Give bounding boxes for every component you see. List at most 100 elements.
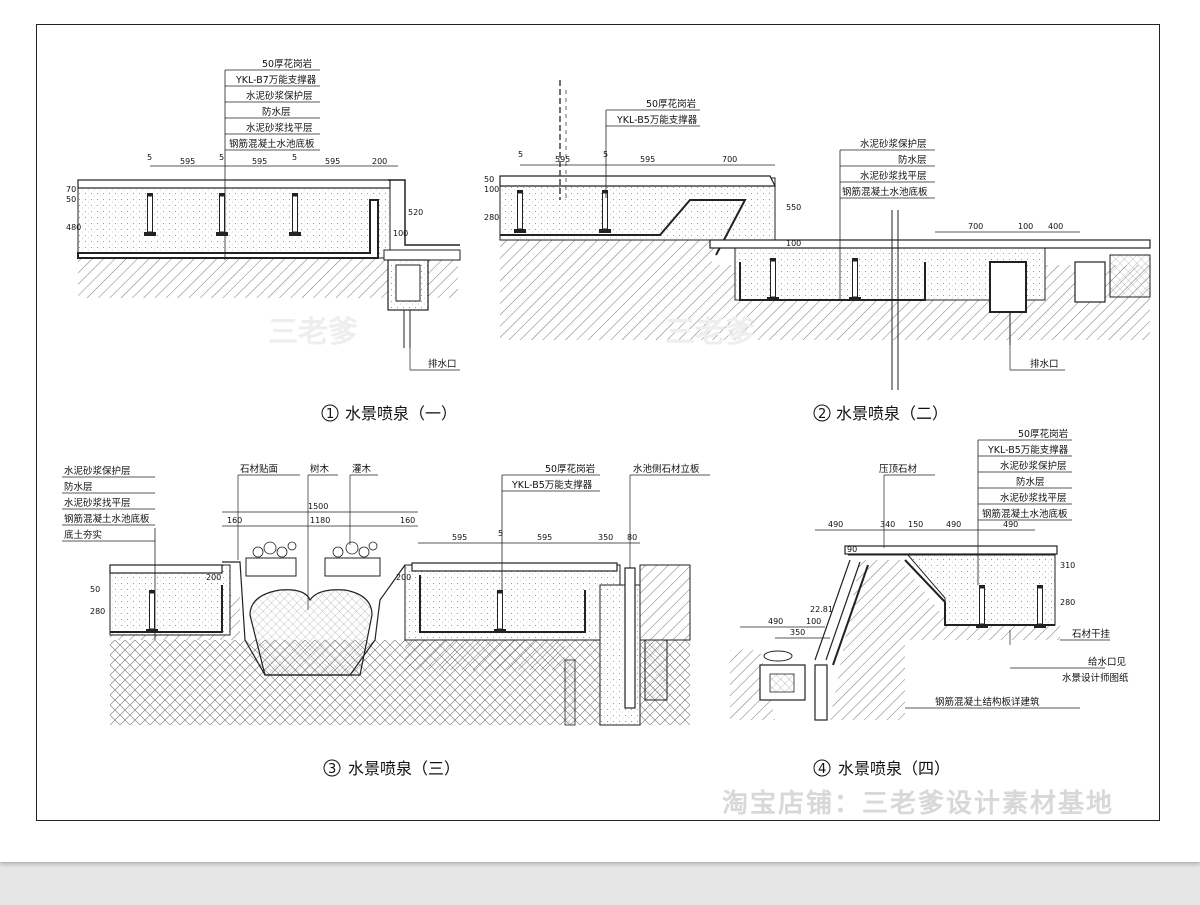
d4-layer-4: 水泥砂浆找平层 xyxy=(1000,492,1067,504)
d3-layer-3: 钢筋混凝土水池底板 xyxy=(64,513,150,525)
d3-dim-1: 160 xyxy=(227,516,242,525)
d2-side-2: 280 xyxy=(484,213,499,222)
d2-side-3: 550 xyxy=(786,203,801,212)
d4-layer-3: 防水层 xyxy=(1016,476,1045,488)
d4-stone-hang-label: 石材干挂 xyxy=(1072,628,1111,640)
d3-dim-3: 160 xyxy=(400,516,415,525)
d3-rdim-0: 595 xyxy=(452,533,467,542)
d1-num: 1 xyxy=(326,407,334,422)
d2-layer-a1: YKL-B5万能支撑器 xyxy=(616,114,698,126)
d2-rdim-1: 100 xyxy=(1018,222,1033,231)
diagram-3: 水泥砂浆保护层 防水层 水泥砂浆找平层 钢筋混凝土水池底板 底土夯实 石材贴面 … xyxy=(62,463,710,778)
d1-side-4: 100 xyxy=(393,229,408,238)
diagram-4: 压顶石材 50厚花岗岩 YKL-B5万能支撑器 水泥砂浆保护层 防水层 水泥砂浆… xyxy=(730,428,1129,778)
d4-coping-label: 压顶石材 xyxy=(879,463,918,475)
d2-dim-4: 700 xyxy=(722,155,737,164)
granite-slab xyxy=(77,179,391,189)
d2-rdim-2: 400 xyxy=(1048,222,1063,231)
d1-layer-0: 50厚花岗岩 xyxy=(262,58,312,70)
d4-title: 水景喷泉（四） xyxy=(838,759,950,778)
d2-layer-b1: 防水层 xyxy=(898,154,927,166)
d3-shrub-label: 灌木 xyxy=(352,463,372,475)
side-stone-board xyxy=(624,567,636,709)
d2-side-0: 50 xyxy=(484,175,494,184)
d4-num: 4 xyxy=(818,762,826,777)
d4-dim-2: 150 xyxy=(908,520,923,529)
d2-drain-label: 排水口 xyxy=(1030,358,1059,370)
d4-layer-1: YKL-B5万能支撑器 xyxy=(987,444,1069,456)
d1-layer-3: 防水层 xyxy=(262,106,291,118)
d3-rdim-2: 595 xyxy=(537,533,552,542)
d1-dim-5: 595 xyxy=(325,157,340,166)
d3-num: 3 xyxy=(328,762,336,777)
d1-layer-2: 水泥砂浆保护层 xyxy=(246,90,313,102)
d2-layer-b2: 水泥砂浆找平层 xyxy=(860,170,927,182)
d1-side-0: 70 xyxy=(66,185,76,194)
d1-side-3: 520 xyxy=(408,208,423,217)
drawing-sheet: 50厚花岗岩 YKL-B7万能支撑器 水泥砂浆保护层 防水层 水泥砂浆找平层 钢… xyxy=(0,0,1200,862)
d4-dim-1: 340 xyxy=(880,520,895,529)
d3-side-2: 200 xyxy=(206,573,221,582)
d1-dim-2: 5 xyxy=(219,153,224,162)
d1-dim-4: 5 xyxy=(292,153,297,162)
d2-dim-0: 5 xyxy=(518,150,523,159)
d1-dim-3: 595 xyxy=(252,157,267,166)
d4-inlet-label-2: 水景设计师图纸 xyxy=(1062,672,1129,684)
d4-ldim-0: 490 xyxy=(768,617,783,626)
d4-structure-label: 钢筋混凝土结构板详建筑 xyxy=(935,696,1040,708)
d4-inlet-label: 给水口见 xyxy=(1088,656,1126,668)
d4-angle: 22.81 xyxy=(810,605,833,614)
d3-side-1: 280 xyxy=(90,607,105,616)
d1-layer-5: 钢筋混凝土水池底板 xyxy=(229,138,315,150)
d3-rdim-3: 350 xyxy=(598,533,613,542)
d4-dim-0: 490 xyxy=(828,520,843,529)
d4-side-1: 310 xyxy=(1060,561,1075,570)
d1-dim-1: 595 xyxy=(180,157,195,166)
d3-side-0: 50 xyxy=(90,585,100,594)
d4-side-0: 90 xyxy=(847,545,857,554)
d3-layer-r1: YKL-B5万能支撑器 xyxy=(511,479,593,491)
planter xyxy=(249,589,373,676)
d2-rdim-0: 700 xyxy=(968,222,983,231)
d4-ldim-1: 100 xyxy=(806,617,821,626)
d2-side-1: 100 xyxy=(484,185,499,194)
drawing-frame xyxy=(36,24,1160,821)
d3-title: 水景喷泉（三） xyxy=(348,759,460,778)
d1-dim-0: 5 xyxy=(147,153,152,162)
watermark-brand-2: 三老爹 xyxy=(665,315,755,350)
d4-layer-2: 水泥砂浆保护层 xyxy=(1000,460,1067,472)
d3-dim-2: 1180 xyxy=(310,516,330,525)
d3-dim-0: 1500 xyxy=(308,502,328,511)
d3-rdim-1: 5 xyxy=(498,529,503,538)
d1-title: 水景喷泉（一） xyxy=(345,404,457,423)
d1-side-2: 480 xyxy=(66,223,81,232)
d3-layer-r0: 50厚花岗岩 xyxy=(545,463,595,475)
diagram-2: 50厚花岗岩 YKL-B5万能支撑器 水泥砂浆保护层 防水层 水泥砂浆找平层 钢… xyxy=(484,80,1151,423)
d2-dim-3: 595 xyxy=(640,155,655,164)
d1-side-1: 50 xyxy=(66,195,76,204)
d3-layer-4: 底土夯实 xyxy=(64,529,102,541)
d1-layer-4: 水泥砂浆找平层 xyxy=(246,122,313,134)
d2-layer-a0: 50厚花岗岩 xyxy=(646,98,696,110)
d2-side-4: 100 xyxy=(786,239,801,248)
d4-layer-0: 50厚花岗岩 xyxy=(1018,428,1068,440)
d4-dim-4: 490 xyxy=(1003,520,1018,529)
d3-rdim-4: 80 xyxy=(627,533,637,542)
d4-ldim-2: 350 xyxy=(790,628,805,637)
d2-num: 2 xyxy=(818,407,826,422)
d3-layer-2: 水泥砂浆找平层 xyxy=(64,497,131,509)
watermark-store: 淘宝店铺：三老爹设计素材基地 xyxy=(722,788,1114,819)
d1-layer-1: YKL-B7万能支撑器 xyxy=(235,74,317,86)
d2-dim-1: 595 xyxy=(555,155,570,164)
d3-tree-label: 树木 xyxy=(310,463,330,475)
pool-body xyxy=(77,187,391,259)
d2-layer-b3: 钢筋混凝土水池底板 xyxy=(842,186,928,198)
shrub-left xyxy=(252,541,297,558)
d1-drain-label: 排水口 xyxy=(428,358,457,370)
cad-drawing: 50厚花岗岩 YKL-B7万能支撑器 水泥砂浆保护层 防水层 水泥砂浆找平层 钢… xyxy=(62,58,1151,819)
d3-stone-label: 石材贴面 xyxy=(240,463,278,475)
d4-side-2: 280 xyxy=(1060,598,1075,607)
diagram-1: 50厚花岗岩 YKL-B7万能支撑器 水泥砂浆保护层 防水层 水泥砂浆找平层 钢… xyxy=(66,58,461,423)
d3-layer-0: 水泥砂浆保护层 xyxy=(64,465,131,477)
watermark-brand-1: 三老爹 xyxy=(268,315,358,350)
